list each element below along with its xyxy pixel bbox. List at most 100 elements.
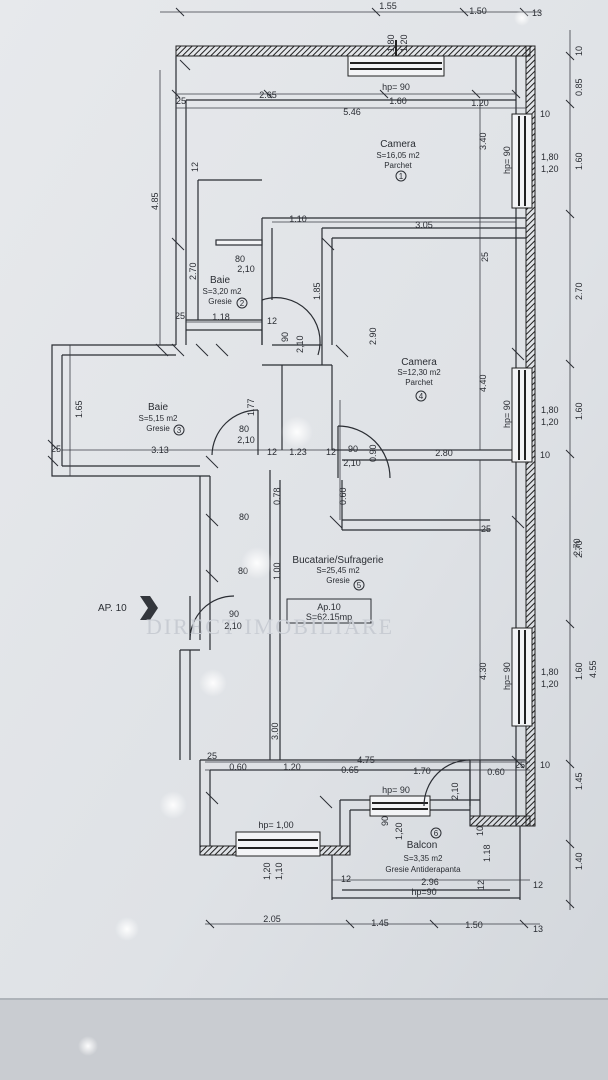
room-bucatarie-5: Bucatarie/Sufragerie S=25,45 m2 Gresie 5 [292,555,384,591]
room-area: S=25,45 m2 [316,566,360,575]
svg-text:3.05: 3.05 [415,220,433,230]
entrance-arrow-icon [140,596,158,620]
svg-text:2.90: 2.90 [368,327,378,345]
room-name: Bucatarie/Sufragerie [292,555,384,566]
svg-text:1.77: 1.77 [246,398,256,416]
svg-text:25: 25 [480,252,490,262]
svg-text:2,10: 2,10 [237,264,255,274]
svg-text:1.18: 1.18 [212,312,230,322]
svg-text:hp= 90: hp= 90 [382,82,410,92]
svg-text:1.65: 1.65 [74,400,84,418]
svg-text:1.23: 1.23 [289,447,307,457]
svg-text:1.10: 1.10 [289,214,307,224]
svg-text:90: 90 [348,444,358,454]
svg-text:1.20: 1.20 [283,762,301,772]
watermark-text: DIRECT IMOBILIARE [146,614,394,639]
svg-text:hp= 90: hp= 90 [502,662,512,690]
room-floor: Gresie [208,297,232,306]
svg-text:2,10: 2,10 [295,335,305,353]
svg-text:2.80: 2.80 [435,448,453,458]
svg-text:1.00: 1.00 [272,562,282,580]
svg-text:10: 10 [540,760,550,770]
svg-text:2,10: 2,10 [343,458,361,468]
svg-text:12: 12 [190,162,200,172]
svg-text:10: 10 [475,826,485,836]
svg-text:hp=90: hp=90 [411,887,436,897]
svg-text:1,10: 1,10 [274,862,284,880]
apartment-box-title: Ap.10 [317,602,341,612]
svg-text:10: 10 [540,450,550,460]
svg-text:90: 90 [380,816,390,826]
svg-text:4.85: 4.85 [150,192,160,210]
svg-text:90: 90 [229,609,239,619]
room-number: 2 [240,299,245,308]
svg-text:80: 80 [239,424,249,434]
dim-bottom: 2.05 1.45 1.50 13 [263,914,543,934]
svg-text:0.90: 0.90 [368,444,378,462]
svg-text:12: 12 [476,880,486,890]
dim-right-outer: 10 0.85 1.60 2.70 1.60 2.70 1.60 4.55 1.… [574,46,598,870]
svg-text:0.60: 0.60 [229,762,247,772]
svg-text:12: 12 [267,447,277,457]
doors [189,239,471,807]
svg-text:4.30: 4.30 [478,662,488,680]
svg-text:1.45: 1.45 [371,918,389,928]
svg-text:2,10: 2,10 [450,782,460,800]
dim-mid-top: 1.10 3.05 [289,214,433,230]
svg-text:1.55: 1.55 [379,1,397,11]
room-floor: Gresie Antiderapanta [385,865,461,874]
svg-text:12: 12 [326,447,336,457]
window-right-1 [511,113,533,209]
svg-text:1,80: 1,80 [541,152,559,162]
svg-text:13: 13 [532,8,542,18]
svg-text:80: 80 [239,512,249,522]
dim-top: 1.55 1.50 13 [379,1,542,18]
svg-text:12: 12 [533,880,543,890]
svg-text:80: 80 [235,254,245,264]
room-baie-2: Baie S=3,20 m2 Gresie 2 [203,275,248,309]
room-name: Baie [148,402,168,413]
window-right-3 [511,627,533,727]
room-number: 1 [399,172,404,181]
svg-text:0.78: 0.78 [272,487,282,505]
room-area: S=12,30 m2 [397,368,441,377]
svg-text:0.65: 0.65 [341,765,359,775]
dimension-lines [62,11,571,925]
svg-text:hp= 90: hp= 90 [382,785,410,795]
svg-text:1,20: 1,20 [262,862,272,880]
svg-text:12: 12 [341,874,351,884]
dim-top-inner: 2.65 1.60 1.20 5.46 [259,90,489,117]
svg-text:5.46: 5.46 [343,107,361,117]
svg-text:1,20: 1,20 [541,679,559,689]
room-area: S=16,05 m2 [376,151,420,160]
svg-text:10: 10 [574,46,584,56]
svg-text:10: 10 [540,109,550,119]
svg-text:1.70: 1.70 [413,766,431,776]
room-floor: Gresie [146,424,170,433]
window-right-2 [511,367,533,463]
window-balcon [369,795,431,817]
svg-text:1,20: 1,20 [394,822,404,840]
svg-text:1.60: 1.60 [574,152,584,170]
room-floor: Parchet [384,161,412,170]
room-name: Baie [210,275,230,286]
svg-text:hp= 90: hp= 90 [502,146,512,174]
svg-text:2,10: 2,10 [237,435,255,445]
svg-text:1,20: 1,20 [541,417,559,427]
svg-text:hp= 90: hp= 90 [502,400,512,428]
svg-text:3.00: 3.00 [270,722,280,740]
table-surface [0,1000,608,1080]
svg-text:2.65: 2.65 [259,90,277,100]
svg-text:3.13: 3.13 [151,445,169,455]
window-top [347,40,445,77]
dim-left: 4.85 2.70 1.65 [74,192,198,418]
room-name: Camera [401,357,437,368]
window-labels: 1,80 1,20 hp= 90 hp= 90 1,80 1,20 hp= 90… [258,34,558,880]
svg-text:2.05: 2.05 [263,914,281,924]
window-bottom-left [235,831,321,857]
apartment-label: AP. 10 [98,603,127,614]
room-number: 3 [177,426,182,435]
svg-text:3.40: 3.40 [478,132,488,150]
svg-text:1,80: 1,80 [386,34,396,52]
